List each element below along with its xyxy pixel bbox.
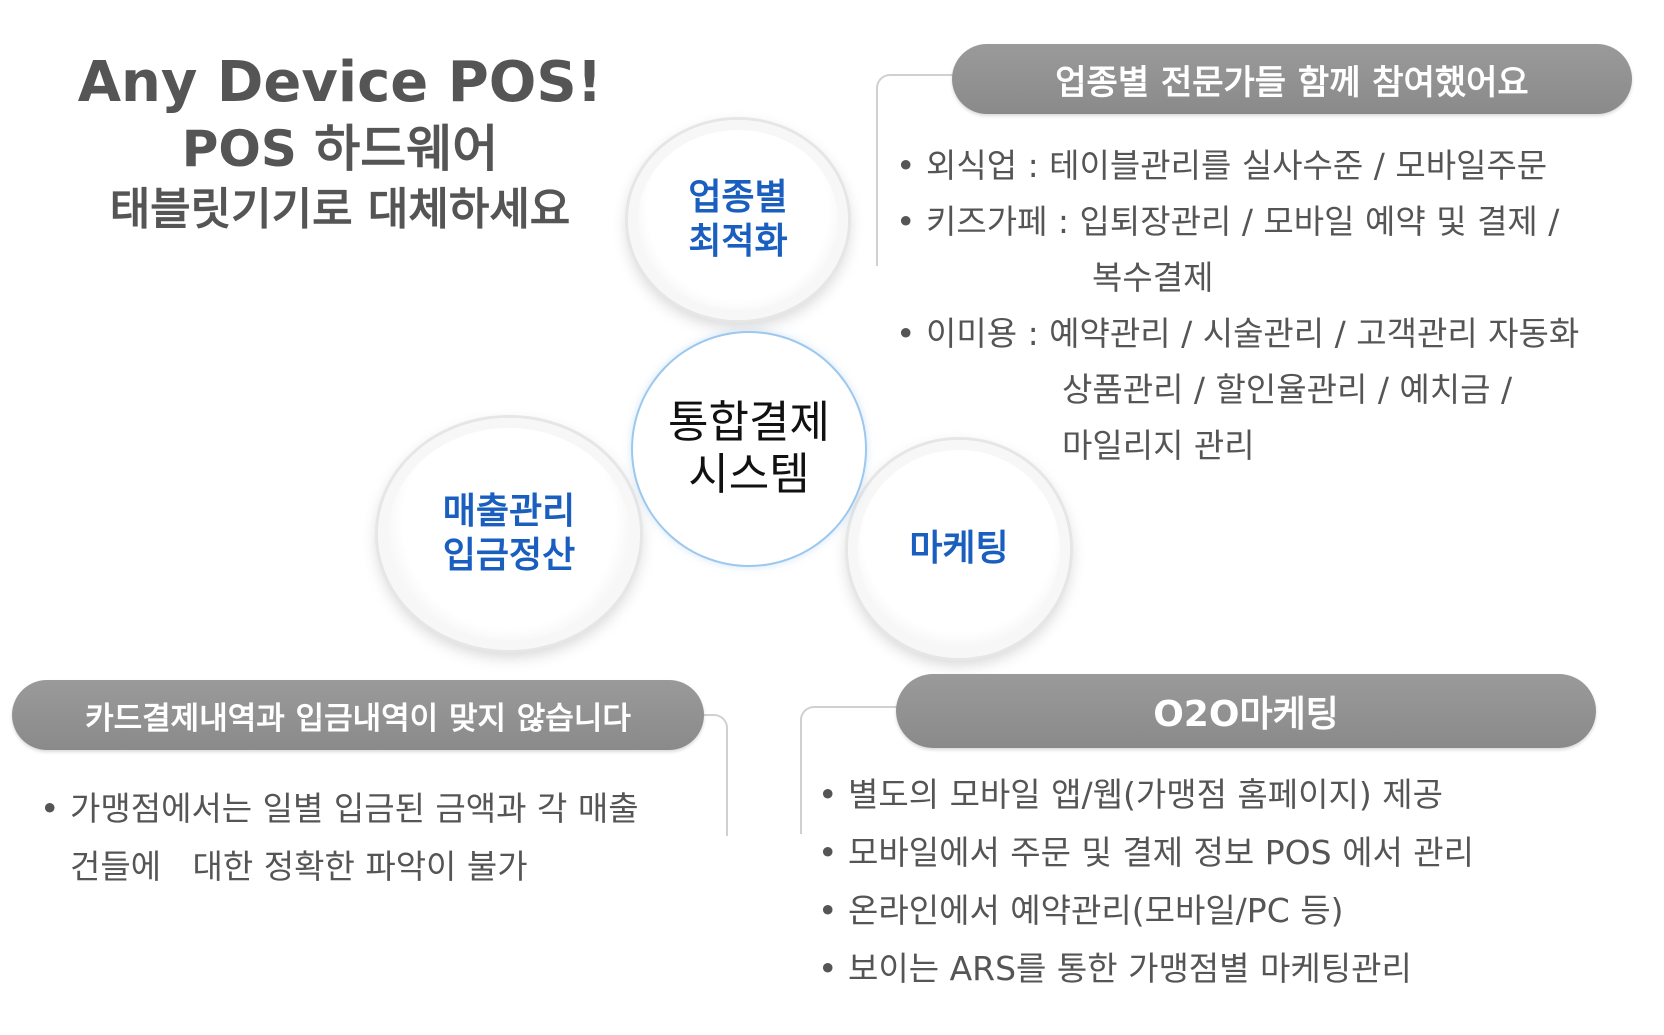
list-item-text: 키즈가페 : 입퇴장관리 / 모바일 예약 및 결제 / (926, 202, 1560, 241)
headline-line-2: POS 하드웨어 (181, 120, 499, 178)
bullet: • (818, 949, 838, 988)
industry-circle-line-1: 업종별 (688, 177, 788, 218)
list-item: • 온라인에서 예약관리(모바일/PC 등) (818, 882, 1618, 940)
headline-line-1: Any Device POS! (77, 50, 603, 115)
bullet: • (40, 789, 60, 828)
list-item-text: 가맹점에서는 일별 입금된 금액과 각 매출 (70, 789, 639, 828)
settlement-list: • 가맹점에서는 일별 입금된 금액과 각 매출 건들에 대한 정확한 파악이 … (40, 780, 720, 896)
sales-circle: 매출관리 입금정산 (378, 418, 640, 650)
list-item: • 별도의 모바일 앱/웹(가맹점 홈페이지) 제공 (818, 766, 1618, 824)
list-item-text: 외식업 : 테이블관리를 실사수준 / 모바일주문 (926, 146, 1548, 185)
bullet: • (818, 775, 838, 814)
sales-circle-line-2: 입금정산 (442, 535, 576, 576)
list-item: • 키즈가페 : 입퇴장관리 / 모바일 예약 및 결제 / (896, 194, 1656, 250)
experts-list: • 외식업 : 테이블관리를 실사수준 / 모바일주문 • 키즈가페 : 입퇴장… (896, 138, 1656, 474)
bullet: • (818, 833, 838, 872)
headline-line-3: 태블릿기기로 대체하세요 (109, 184, 571, 235)
list-item: • 보이는 ARS를 통한 가맹점별 마케팅관리 (818, 940, 1618, 998)
list-item-continuation: 마일리지 관리 (1062, 426, 1255, 465)
bullet: • (896, 314, 916, 353)
experts-title: 업종별 전문가들 함께 참여했어요 (1055, 62, 1529, 103)
list-item: • 외식업 : 테이블관리를 실사수준 / 모바일주문 (896, 138, 1656, 194)
marketing-circle-line-1: 마케팅 (909, 528, 1009, 569)
list-item-continuation: 복수결제 (1092, 258, 1214, 297)
list-item-text: 모바일에서 주문 및 결제 정보 POS 에서 관리 (848, 833, 1475, 872)
o2o-title: O2O마케팅 (1153, 694, 1339, 735)
sales-circle-line-1: 매출관리 (442, 491, 576, 532)
settlement-title-pill: 카드결제내역과 입금내역이 맞지 않습니다 (12, 680, 704, 750)
marketing-circle: 마케팅 (848, 440, 1070, 658)
settlement-title: 카드결제내역과 입금내역이 맞지 않습니다 (85, 700, 631, 737)
list-item-continuation: 상품관리 / 할인율관리 / 예치금 / (1062, 370, 1513, 409)
industry-circle: 업종별 최적화 (628, 120, 848, 320)
list-item-text: 온라인에서 예약관리(모바일/PC 등) (848, 891, 1344, 930)
experts-bracket (876, 74, 958, 266)
center-circle: 통합결제 시스템 (633, 333, 865, 565)
list-item-text: 이미용 : 예약관리 / 시술관리 / 고객관리 자동화 (926, 314, 1580, 353)
center-circle-line-1: 통합결제 (668, 397, 830, 448)
list-item: • 모바일에서 주문 및 결제 정보 POS 에서 관리 (818, 824, 1618, 882)
center-circle-line-2: 시스템 (688, 449, 810, 500)
list-item-text: 보이는 ARS를 통한 가맹점별 마케팅관리 (848, 949, 1412, 988)
headline: Any Device POS! POS 하드웨어 태블릿기기로 대체하세요 (40, 48, 640, 240)
industry-circle-line-2: 최적화 (688, 221, 788, 262)
experts-title-pill: 업종별 전문가들 함께 참여했어요 (952, 44, 1632, 114)
settlement-bracket (680, 714, 728, 836)
bullet: • (896, 202, 916, 241)
list-item: • 이미용 : 예약관리 / 시술관리 / 고객관리 자동화 (896, 306, 1656, 362)
o2o-list: • 별도의 모바일 앱/웹(가맹점 홈페이지) 제공 • 모바일에서 주문 및 … (818, 766, 1618, 998)
list-item-text: 별도의 모바일 앱/웹(가맹점 홈페이지) 제공 (848, 775, 1443, 814)
list-item: • 가맹점에서는 일별 입금된 금액과 각 매출 (40, 780, 720, 838)
bullet: • (818, 891, 838, 930)
bullet: • (896, 146, 916, 185)
o2o-bracket (800, 706, 902, 834)
o2o-title-pill: O2O마케팅 (896, 674, 1596, 748)
list-item-continuation: 건들에 대한 정확한 파악이 불가 (70, 847, 528, 886)
